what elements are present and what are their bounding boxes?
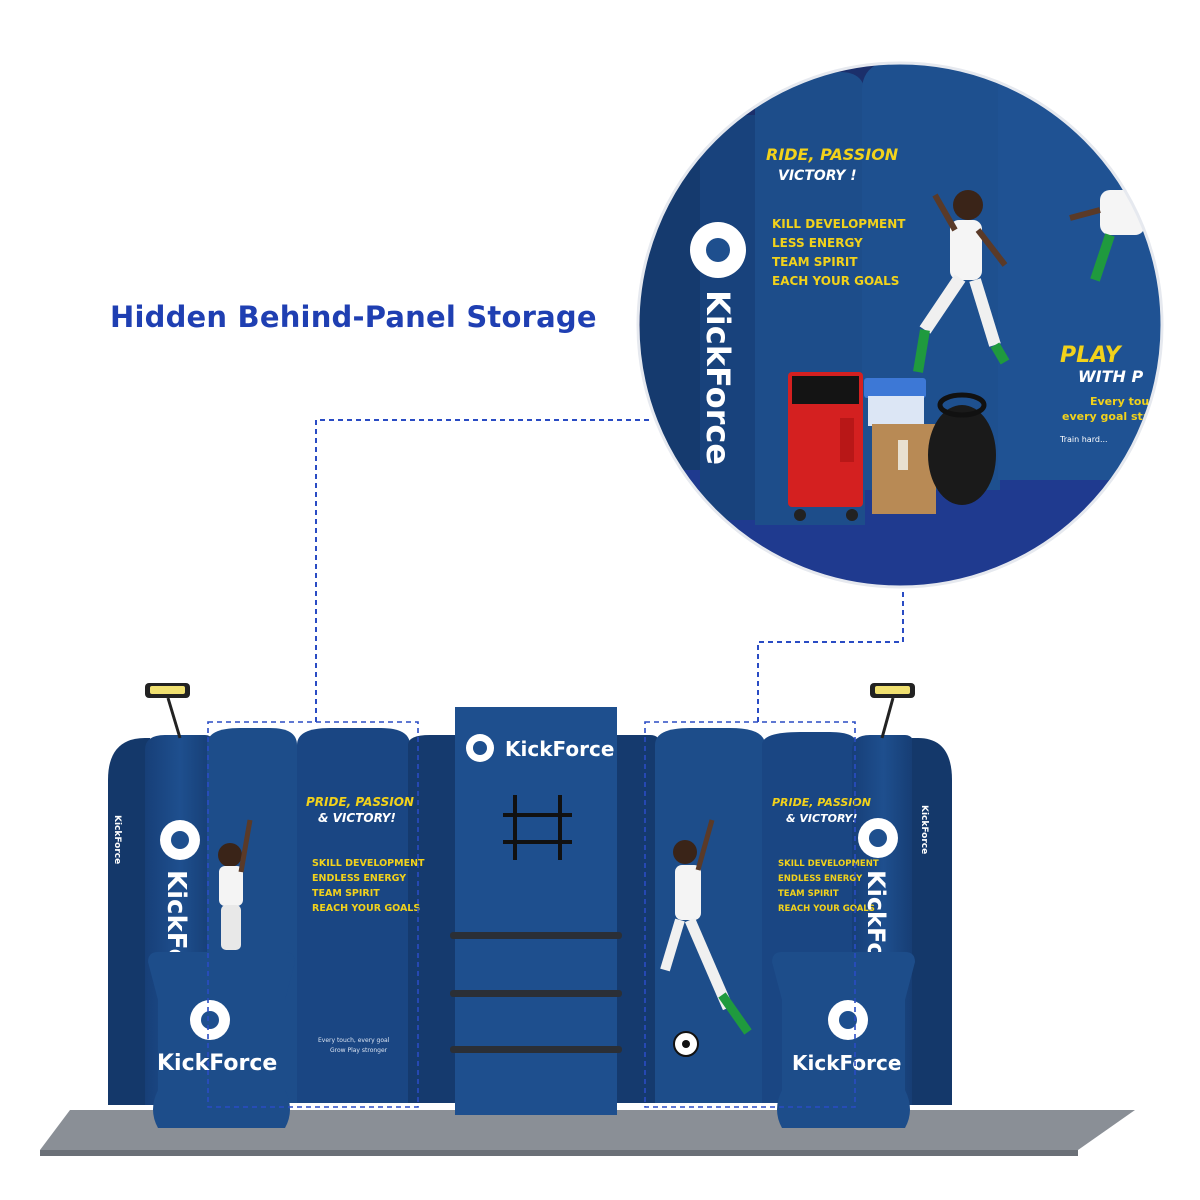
- zoom-vertical-brand: KickForce: [699, 290, 737, 465]
- zoom-play-line1: PLAY: [1060, 343, 1123, 368]
- panel-center-right: [617, 735, 660, 1103]
- zoom-slogan-line1: RIDE, PASSION: [766, 145, 899, 164]
- right-bullet-3: TEAM SPIRIT: [778, 889, 839, 899]
- zoom-tag-line1: Every touch,: [1090, 395, 1168, 408]
- right-bullet-2: ENDLESS ENERGY: [778, 874, 863, 884]
- player-right-figure: [660, 819, 752, 1057]
- connector-left: [315, 419, 652, 722]
- spotlight-left: [145, 683, 190, 739]
- left-small-line1: Every touch, every goal: [318, 1037, 390, 1044]
- player-left-figure: [218, 819, 253, 950]
- zoom-slogan-line2: VICTORY !: [778, 168, 857, 184]
- tv-mount-icon: [503, 795, 572, 860]
- zoom-bullet-2: LESS ENERGY: [772, 236, 863, 250]
- counter-right-brand: KickForce: [792, 1051, 901, 1075]
- right-bullet-4: REACH YOUR GOALS: [778, 904, 875, 914]
- left-far-brand: KickForce: [112, 815, 122, 864]
- panel-left-slogan: [297, 728, 410, 1103]
- page-headline: Hidden Behind-Panel Storage: [110, 300, 597, 334]
- tower-brand: KickForce: [505, 737, 614, 761]
- zoom-bullet-3: TEAM SPIRIT: [772, 255, 858, 269]
- left-small-line2: Grow Play stronger: [330, 1047, 388, 1054]
- zoom-player-figure: [913, 190, 1010, 373]
- left-slogan-line2: & VICTORY!: [318, 811, 396, 825]
- counter-left: KickForce: [148, 952, 295, 1128]
- left-slogan-line1: PRIDE, PASSION: [306, 795, 414, 809]
- left-bullet-4: REACH YOUR GOALS: [312, 903, 420, 914]
- left-bullet-2: ENDLESS ENERGY: [312, 873, 406, 884]
- duffel-bag-icon: [928, 392, 996, 505]
- panel-far-right: [912, 738, 952, 1105]
- panel-center-left: [408, 735, 455, 1103]
- zoom-play-line2: WITH P: [1078, 367, 1143, 386]
- zoom-bullet-1: KILL DEVELOPMENT: [772, 217, 906, 231]
- panel-far-left: [108, 738, 150, 1105]
- counter-right: KickForce: [772, 952, 915, 1128]
- connector-right: [757, 578, 904, 722]
- zoom-tag-line2: every goal starts: [1062, 410, 1168, 423]
- left-bullet-1: SKILL DEVELOPMENT: [312, 858, 425, 869]
- red-tool-cart-icon: [788, 372, 863, 521]
- right-slogan-block: PRIDE, PASSION & VICTORY! SKILL DEVELOPM…: [772, 796, 879, 914]
- panel-right-player: [655, 728, 765, 1103]
- right-bullet-1: SKILL DEVELOPMENT: [778, 859, 879, 869]
- zoom-detail: KickForce RIDE, PASSION VICTORY ! KILL D…: [636, 61, 1168, 589]
- right-slogan-line2: & VICTORY!: [786, 812, 857, 825]
- spotlight-right: [870, 683, 915, 739]
- left-bullet-3: TEAM SPIRIT: [312, 888, 380, 899]
- right-far-brand: KickForce: [919, 805, 929, 854]
- connector-lines: [315, 419, 904, 722]
- storage-box-stack-icon: [864, 378, 936, 514]
- left-slogan-block: PRIDE, PASSION & VICTORY! SKILL DEVELOPM…: [306, 795, 425, 1054]
- counter-left-brand: KickForce: [157, 1051, 277, 1076]
- center-tower: KickForce: [450, 707, 622, 1115]
- right-slogan-line1: PRIDE, PASSION: [772, 796, 871, 809]
- zoom-small-line: Train hard...: [1059, 435, 1108, 444]
- shelves: [450, 932, 622, 1053]
- zoom-bullet-4: EACH YOUR GOALS: [772, 274, 899, 288]
